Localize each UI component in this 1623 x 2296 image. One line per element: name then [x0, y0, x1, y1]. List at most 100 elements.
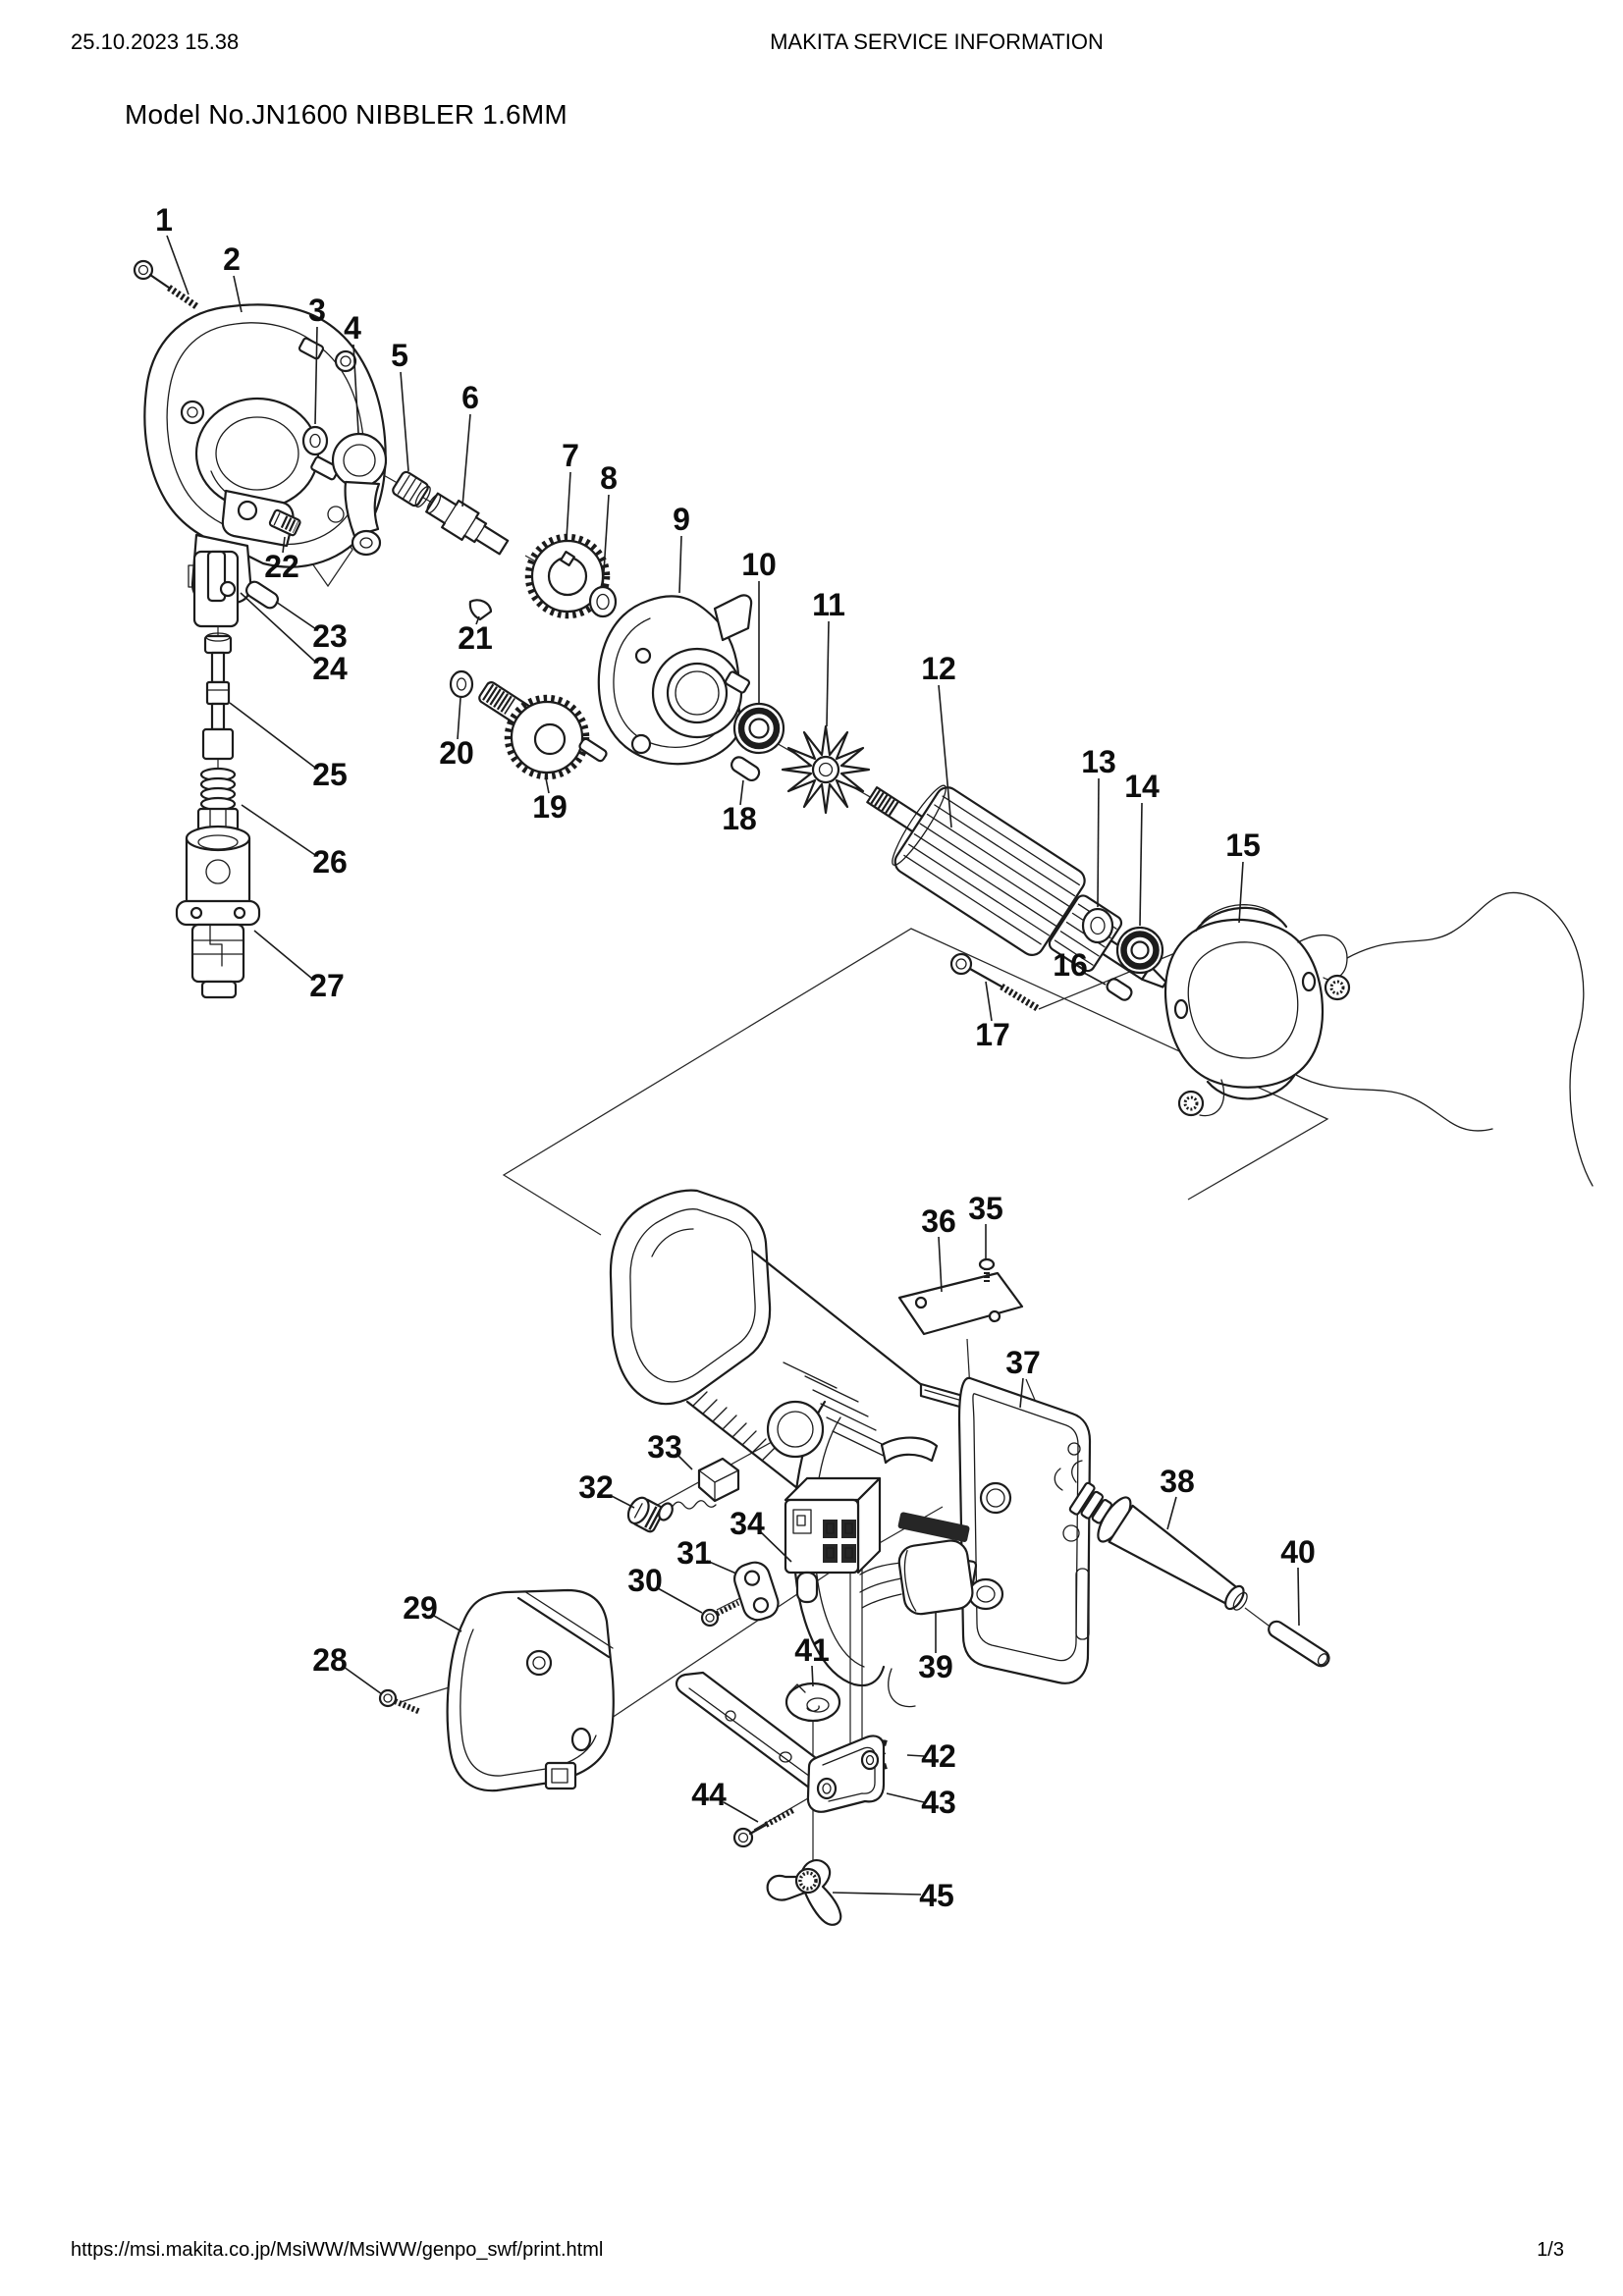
part-number-label-16: 16 [1053, 947, 1088, 983]
part-wing-bolt [766, 1859, 842, 1926]
leader-line-40 [1297, 1567, 1300, 1627]
part-number-label-9: 9 [673, 502, 690, 537]
leader-line-1 [166, 235, 189, 295]
leader-line-8 [602, 494, 610, 588]
part-screw-44 [732, 1807, 795, 1848]
part-number-label-6: 6 [461, 380, 479, 415]
part-flat-washer-13 [1081, 907, 1114, 944]
part-number-label-13: 13 [1081, 744, 1116, 779]
part-flat-washer-3 [301, 425, 329, 456]
part-number-label-32: 32 [578, 1469, 614, 1505]
part-number-label-39: 39 [918, 1649, 953, 1684]
part-woodruff-key [468, 599, 493, 621]
part-crank-shaft [425, 492, 510, 556]
leader-line-25 [229, 702, 316, 769]
leader-line-18 [739, 779, 744, 806]
leader-line-45 [832, 1892, 922, 1896]
part-number-label-44: 44 [691, 1777, 727, 1812]
leader-line-29 [433, 1615, 462, 1632]
leader-line-17 [985, 981, 993, 1022]
leader-line-30 [657, 1587, 703, 1614]
part-pan-head-screw [133, 259, 198, 309]
part-cover-29 [446, 1588, 615, 1792]
leader-line-31 [706, 1560, 737, 1575]
part-number-label-12: 12 [921, 651, 956, 686]
part-punch-rod [201, 632, 235, 761]
part-set-screw-22 [268, 508, 301, 537]
part-number-label-41: 41 [794, 1632, 830, 1668]
part-brush-cap [626, 1496, 665, 1533]
part-pin-23 [244, 580, 280, 610]
part-number-label-25: 25 [312, 757, 348, 792]
leader-line-20 [457, 697, 461, 740]
part-bracket-43 [806, 1735, 886, 1813]
leader-line-26 [241, 804, 316, 856]
leader-line-11 [826, 620, 830, 727]
part-number-label-29: 29 [403, 1590, 438, 1626]
part-pin-18 [730, 756, 761, 782]
part-spur-gear-7 [524, 533, 611, 619]
part-cord-clamp [733, 1561, 780, 1622]
part-number-label-33: 33 [647, 1429, 682, 1465]
leader-line-37 [1019, 1377, 1024, 1409]
leader-line-9 [678, 535, 682, 594]
leader-line-44 [723, 1801, 759, 1823]
footer-page-number: 1/3 [1537, 2239, 1564, 2261]
part-capacitor [859, 1539, 974, 1616]
part-number-label-36: 36 [921, 1203, 956, 1239]
part-flat-washer-8 [588, 585, 618, 618]
leader-line-19 [545, 777, 550, 794]
leader-line-16 [1083, 972, 1107, 986]
part-number-label-4: 4 [344, 310, 361, 346]
part-number-label-14: 14 [1124, 769, 1160, 804]
part-number-label-2: 2 [223, 241, 241, 277]
part-number-label-11: 11 [812, 587, 845, 622]
part-number-label-31: 31 [676, 1535, 712, 1571]
leader-line-14 [1139, 802, 1143, 927]
leader-line-34 [759, 1530, 792, 1563]
part-number-label-24: 24 [312, 651, 348, 686]
part-number-label-35: 35 [968, 1191, 1003, 1226]
part-ball-bearing-14 [1115, 926, 1164, 975]
part-number-label-1: 1 [155, 202, 173, 238]
part-retaining-ring-20 [449, 669, 474, 699]
part-lock-washer-41 [784, 1682, 841, 1723]
part-fan [781, 724, 871, 815]
leader-line-42 [906, 1754, 925, 1757]
part-number-label-26: 26 [312, 844, 348, 880]
part-number-label-21: 21 [458, 620, 493, 656]
leader-line-12 [938, 684, 952, 828]
leader-line-4 [352, 344, 359, 434]
part-screw-17 [949, 952, 1041, 1012]
part-ball-bearing-10 [732, 702, 785, 755]
part-pin-16 [1106, 978, 1133, 1001]
part-number-label-27: 27 [309, 968, 345, 1003]
part-number-label-38: 38 [1160, 1464, 1195, 1499]
part-number-label-7: 7 [562, 438, 579, 473]
leader-line-41 [811, 1665, 814, 1687]
part-plunger-holder [188, 550, 240, 628]
part-needle-bearing [392, 470, 431, 508]
leader-line-43 [886, 1792, 925, 1803]
leader-line-28 [343, 1666, 383, 1695]
leader-line-33 [676, 1454, 693, 1470]
part-number-label-5: 5 [391, 338, 408, 373]
leader-line-7 [566, 471, 571, 540]
leader-line-23 [275, 601, 317, 630]
part-number-label-22: 22 [264, 549, 299, 584]
part-connecting-rod [331, 432, 388, 557]
part-screw-30 [700, 1600, 740, 1628]
part-number-label-8: 8 [600, 460, 618, 496]
part-carbon-brush [658, 1457, 740, 1522]
part-number-label-18: 18 [722, 801, 757, 836]
part-bearing-box [597, 594, 753, 766]
part-number-label-37: 37 [1005, 1345, 1041, 1380]
part-field-stator [1163, 891, 1594, 1187]
leader-line-22 [282, 536, 286, 554]
part-number-label-45: 45 [919, 1878, 954, 1913]
leader-line-5 [400, 371, 409, 472]
part-number-label-40: 40 [1280, 1534, 1316, 1570]
part-number-label-28: 28 [312, 1642, 348, 1678]
construction-lines [215, 379, 1329, 1877]
leader-line-27 [253, 930, 313, 980]
